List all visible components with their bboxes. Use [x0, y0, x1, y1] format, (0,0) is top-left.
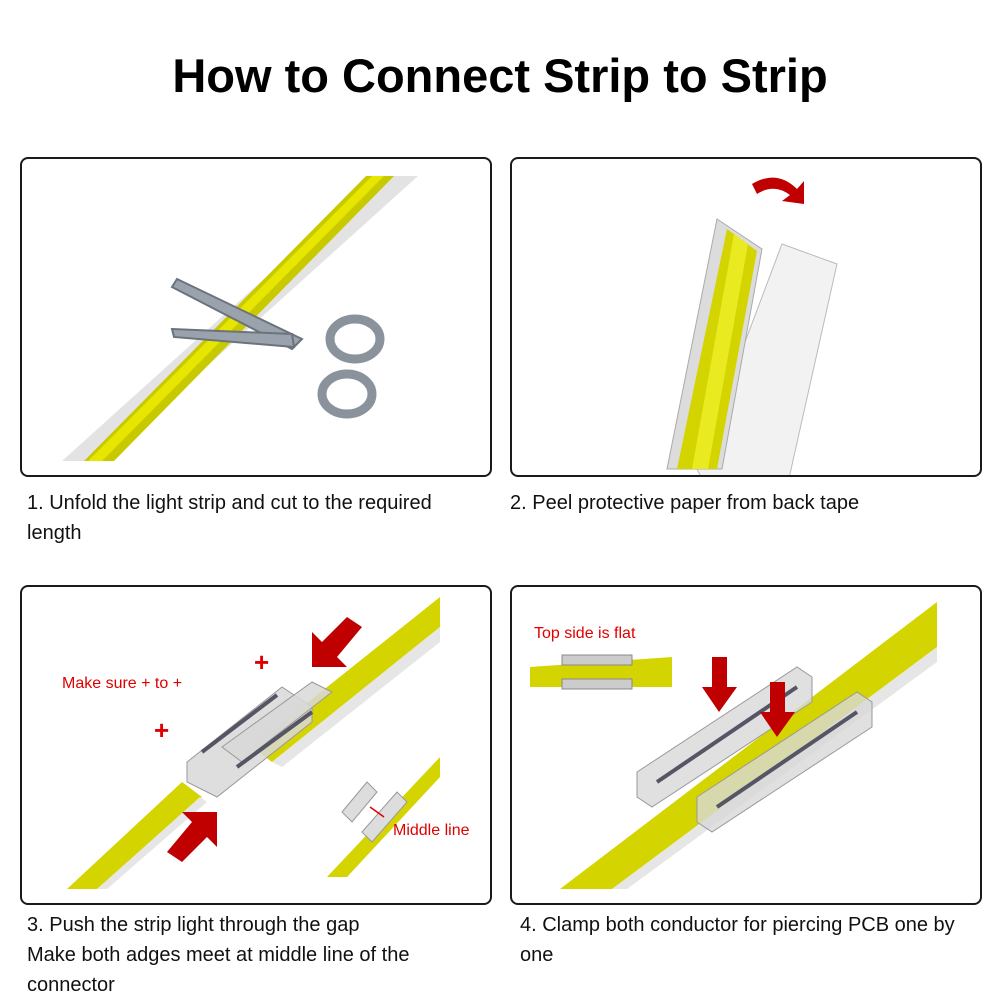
arrow-up-right-icon: [167, 812, 217, 862]
arrow-down-icon: [702, 657, 737, 712]
step-3-illustration: Make sure + to + + + Middle line: [20, 585, 492, 905]
step-3-caption: 3. Push the strip light through the gap …: [27, 910, 487, 1000]
step-3-caption-line-1: 3. Push the strip light through the gap: [27, 914, 360, 936]
push-strip-image: [67, 597, 440, 889]
scissors-icon: [170, 277, 385, 419]
step-4-illustration: Top side is flat: [510, 585, 982, 905]
arrow-down-left-icon: [312, 617, 362, 667]
cut-strip-scissors-image: [62, 176, 418, 461]
arrow-down-icon: [760, 682, 795, 737]
plus-sign-left: +: [154, 715, 170, 745]
step-2-caption: 2. Peel protective paper from back tape: [510, 492, 860, 514]
page-title: How to Connect Strip to Strip: [172, 49, 828, 102]
step-2-illustration: [510, 157, 982, 477]
top-side-label: Top side is flat: [534, 625, 636, 642]
middle-line-label: Middle line: [393, 822, 470, 839]
polarity-label: Make sure + to +: [62, 675, 183, 692]
step-3-caption-line-2: Make both adges meet at middle line of t…: [27, 944, 410, 996]
step-1-caption: 1. Unfold the light strip and cut to the…: [27, 492, 432, 544]
peel-tape-image: [666, 177, 838, 475]
step-4-caption: 4. Clamp both conductor for piercing PCB…: [520, 914, 955, 966]
clamp-connector-image: [530, 602, 937, 889]
step-1-illustration: [20, 157, 492, 477]
connector: [186, 681, 333, 798]
plus-sign-top: +: [254, 647, 270, 677]
peel-arrow-icon: [752, 177, 804, 204]
